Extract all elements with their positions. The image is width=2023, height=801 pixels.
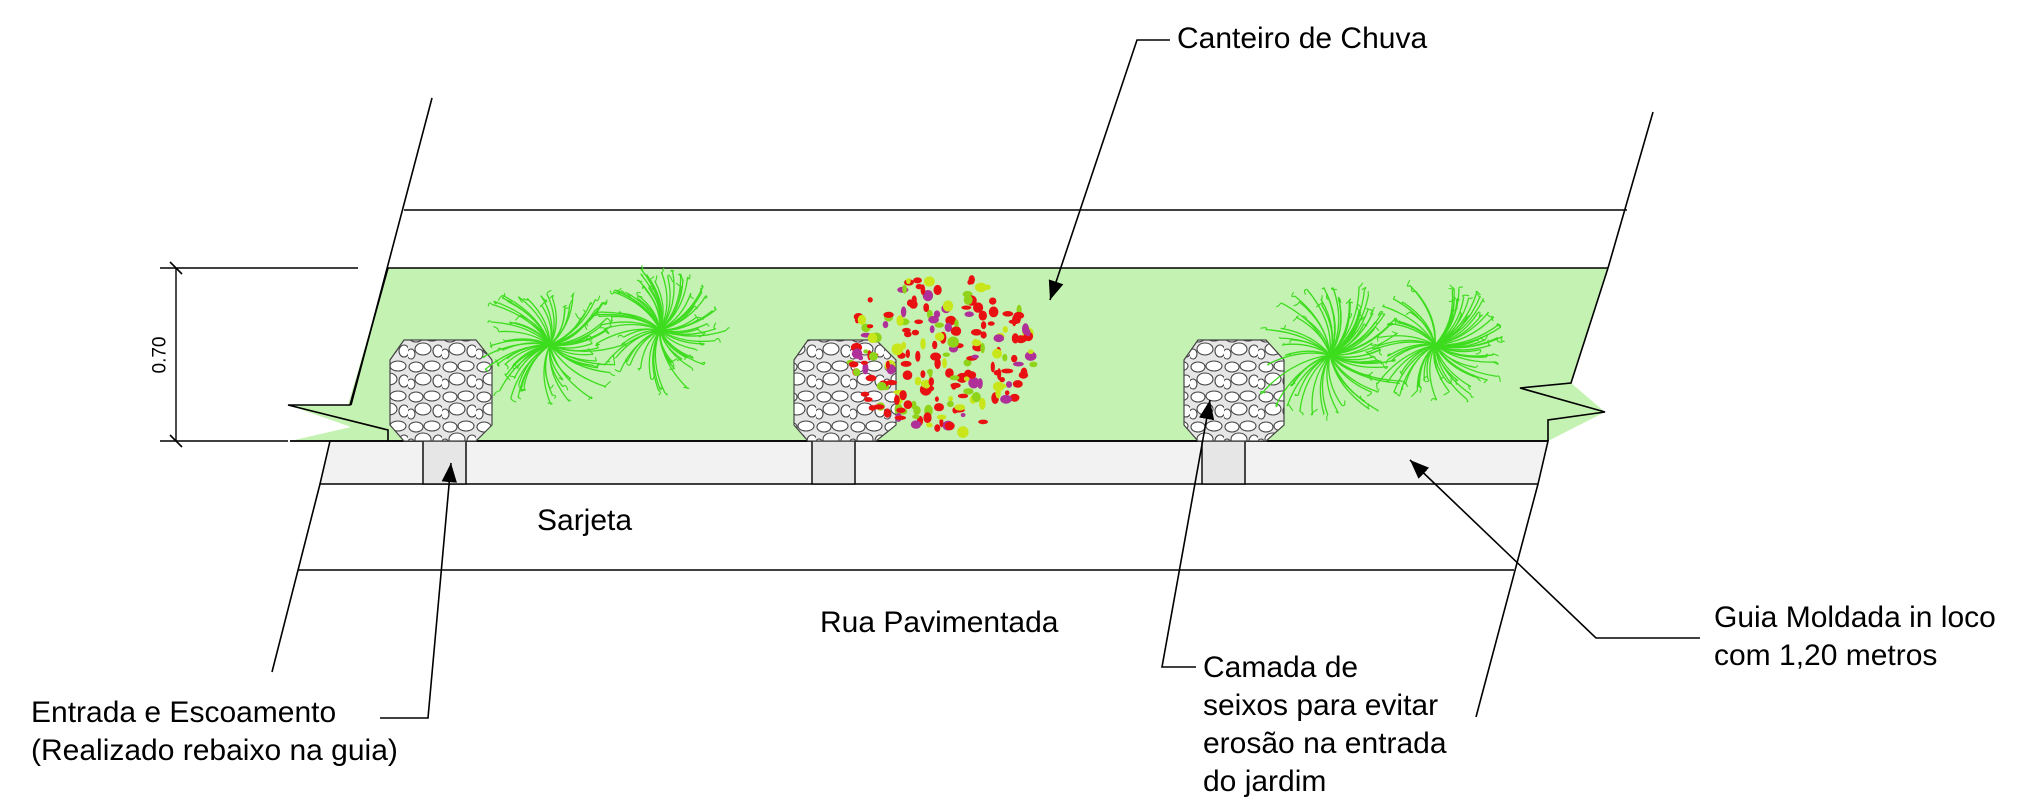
label-camada-4: do jardim bbox=[1203, 765, 1327, 798]
grass-clump-4 bbox=[1365, 279, 1505, 403]
gravel-pad-2 bbox=[793, 339, 897, 442]
label-canteiro: Canteiro de Chuva bbox=[1177, 22, 1428, 55]
break-line-right bbox=[1475, 111, 1654, 718]
grass-clump-2 bbox=[590, 265, 730, 396]
curb-cut-3 bbox=[1201, 440, 1246, 485]
label-camada-1: Camada de bbox=[1203, 651, 1359, 684]
label-sarjeta: Sarjeta bbox=[537, 504, 633, 537]
dimension-label: 0.70 bbox=[149, 336, 171, 374]
curb-guia bbox=[318, 440, 1550, 485]
plants-group bbox=[482, 265, 1505, 438]
gravel-pad-1 bbox=[389, 339, 493, 442]
curb-cut-1 bbox=[422, 440, 467, 485]
label-entrada-2: (Realizado rebaixo na guia) bbox=[31, 734, 398, 767]
label-rua: Rua Pavimentada bbox=[820, 606, 1059, 639]
flower-cluster bbox=[846, 275, 1038, 438]
leader-entrada bbox=[380, 462, 457, 719]
leader-camada bbox=[1161, 399, 1215, 668]
leader-lines bbox=[380, 39, 1700, 719]
gravel-pad-3 bbox=[1183, 339, 1285, 442]
label-guia-1: Guia Moldada in loco bbox=[1714, 601, 1996, 634]
dimension-line bbox=[160, 261, 358, 448]
break-line-left bbox=[271, 97, 433, 673]
grass-clump-1 bbox=[482, 289, 626, 405]
leader-canteiro bbox=[1048, 39, 1170, 301]
label-entrada-1: Entrada e Escoamento bbox=[31, 696, 337, 729]
label-guia-2: com 1,20 metros bbox=[1714, 639, 1938, 672]
label-camada-3: erosão na entrada bbox=[1203, 727, 1447, 760]
label-camada-2: seixos para evitar bbox=[1203, 689, 1439, 722]
grass-clump-3 bbox=[1260, 282, 1409, 421]
leader-guia bbox=[1409, 459, 1700, 639]
curb-cut-2 bbox=[811, 440, 856, 485]
